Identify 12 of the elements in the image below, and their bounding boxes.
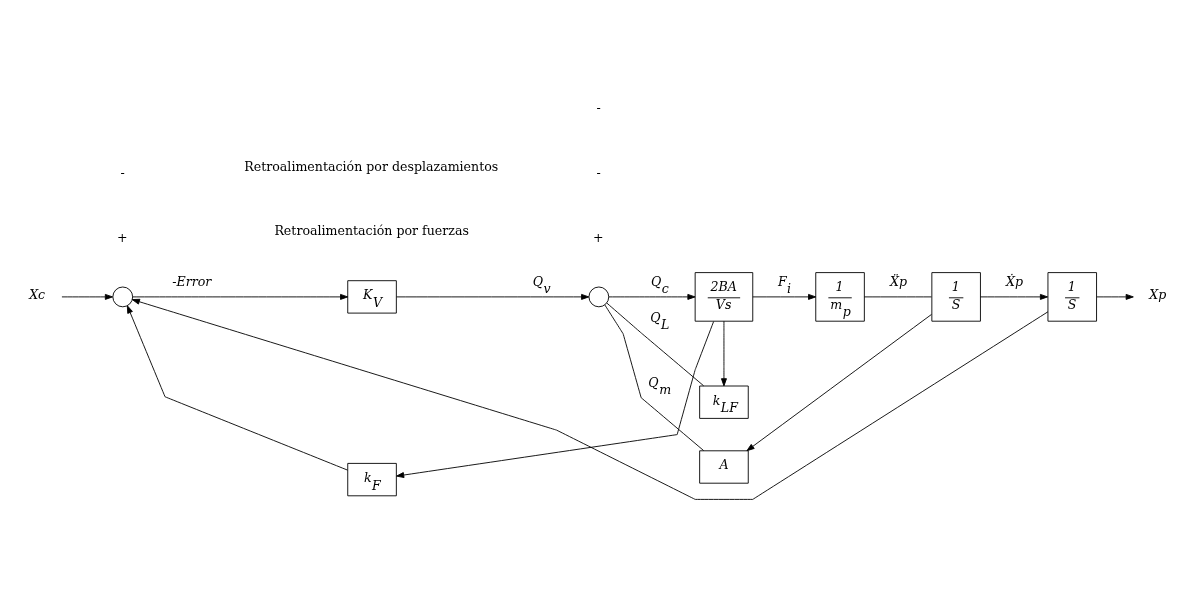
edge-label: -Error bbox=[172, 273, 212, 289]
node-text: Xc bbox=[29, 286, 46, 302]
node-text: Xp bbox=[1149, 286, 1167, 302]
label: Retroalimentación por desplazamientos bbox=[244, 158, 499, 174]
label: + bbox=[116, 229, 128, 245]
edge-label: Ẍp bbox=[890, 273, 908, 289]
label: Retroalimentación por fuerzas bbox=[274, 222, 469, 238]
edge-label: Ẋp bbox=[1006, 273, 1024, 289]
label: - bbox=[120, 164, 125, 180]
label: - bbox=[596, 99, 601, 115]
label: - bbox=[596, 164, 601, 180]
label: + bbox=[593, 229, 604, 245]
